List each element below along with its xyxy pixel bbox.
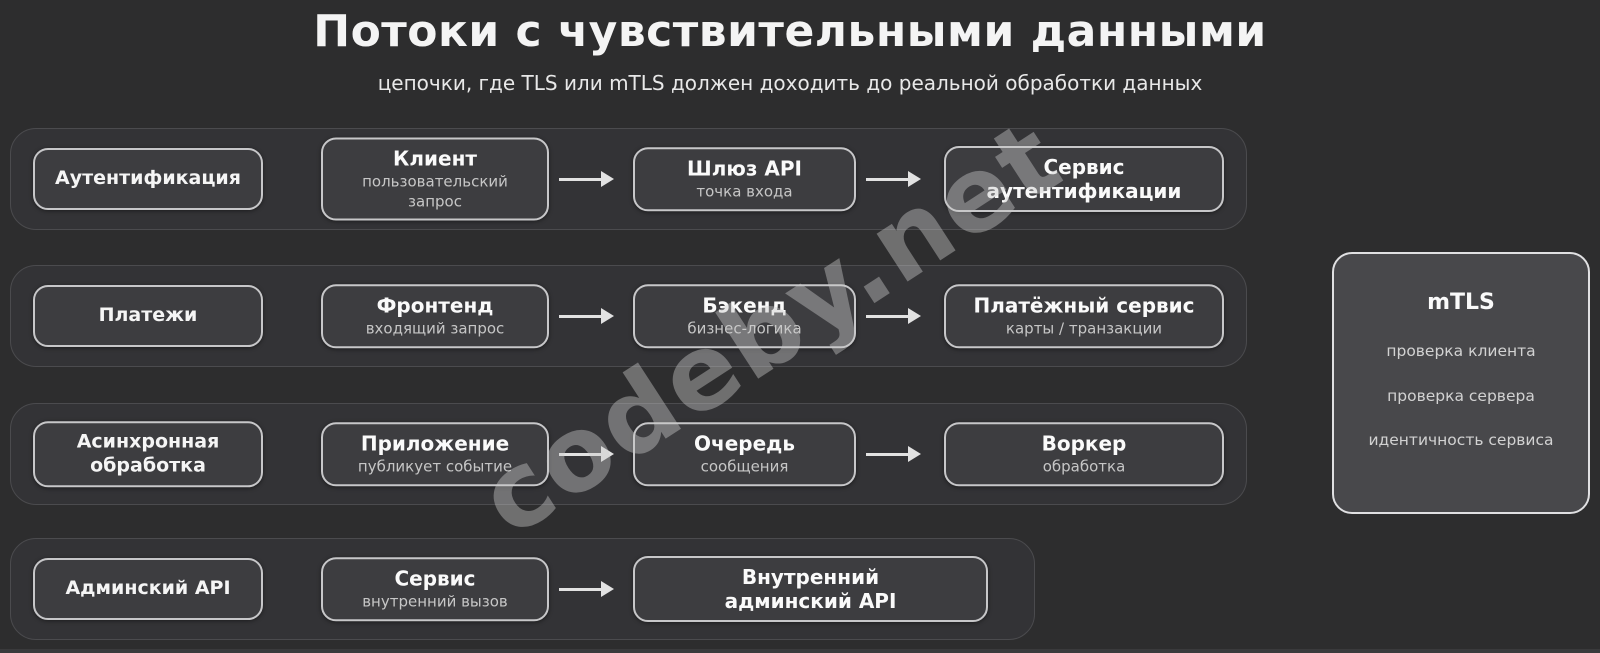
step-application: Приложение публикует событие bbox=[321, 422, 549, 486]
flow-row-async: Асинхронная обработка Приложение публику… bbox=[10, 403, 1247, 505]
step-subtitle: входящий запрос bbox=[365, 319, 505, 338]
step-title: Фронтенд bbox=[376, 293, 494, 318]
step-client: Клиент пользовательский запрос bbox=[321, 137, 549, 221]
step-title: Внутренний админский API bbox=[724, 565, 897, 613]
flow-arrow-icon bbox=[866, 170, 921, 187]
mtls-item-client-check: проверка клиента bbox=[1386, 342, 1536, 360]
mtls-item-server-check: проверка сервера bbox=[1387, 386, 1535, 405]
step-subtitle: публикует событие bbox=[357, 457, 513, 476]
step-title: Воркер bbox=[1041, 431, 1127, 456]
step-subtitle: карты / транзакции bbox=[1005, 319, 1163, 338]
step-api-gateway: Шлюз API точка входа bbox=[633, 147, 856, 211]
page-title: Потоки с чувствительными данными bbox=[313, 6, 1267, 57]
mtls-title: mTLS bbox=[1427, 290, 1495, 315]
flow-label-payments: Платежи bbox=[33, 285, 263, 347]
step-title: Приложение bbox=[360, 431, 510, 456]
mtls-legend: mTLS проверка клиента проверка сервера и… bbox=[1332, 252, 1590, 514]
step-backend: Бэкенд бизнес-логика bbox=[633, 284, 856, 348]
step-title: Шлюз API bbox=[687, 156, 802, 181]
step-internal-admin-api: Внутренний админский API bbox=[633, 556, 988, 622]
flow-arrow-icon bbox=[559, 170, 614, 187]
step-service: Сервис внутренний вызов bbox=[321, 557, 549, 621]
step-subtitle: внутренний вызов bbox=[362, 592, 508, 611]
flow-label-text: Аутентификация bbox=[55, 167, 241, 190]
flow-arrow-icon bbox=[559, 580, 614, 597]
flow-label-admin-api: Админский API bbox=[33, 558, 263, 620]
step-subtitle: бизнес-логика bbox=[687, 319, 802, 338]
bottom-strip bbox=[0, 649, 1600, 653]
flow-label-async: Асинхронная обработка bbox=[33, 421, 263, 487]
step-title: Клиент bbox=[393, 146, 477, 171]
flow-row-authentication: Аутентификация Клиент пользовательский з… bbox=[10, 128, 1247, 230]
page-subtitle: цепочки, где TLS или mTLS должен доходит… bbox=[377, 71, 1203, 95]
step-title: Сервис аутентификации bbox=[986, 155, 1182, 203]
step-subtitle: пользовательский запрос bbox=[362, 172, 508, 211]
flow-arrow-icon bbox=[866, 445, 921, 462]
step-subtitle: обработка bbox=[1042, 457, 1126, 476]
step-title: Сервис bbox=[394, 566, 476, 591]
flow-label-text: Платежи bbox=[98, 304, 198, 327]
step-title: Очередь bbox=[694, 431, 795, 456]
flow-row-payments: Платежи Фронтенд входящий запрос Бэкенд … bbox=[10, 265, 1247, 367]
flow-label-authentication: Аутентификация bbox=[33, 148, 263, 210]
flow-label-text: Асинхронная обработка bbox=[76, 430, 220, 476]
flow-row-admin-api: Админский API Сервис внутренний вызов Вн… bbox=[10, 538, 1035, 640]
step-worker: Воркер обработка bbox=[944, 422, 1224, 486]
flow-arrow-icon bbox=[559, 307, 614, 324]
step-subtitle: сообщения bbox=[700, 457, 789, 476]
flow-arrow-icon bbox=[866, 307, 921, 324]
mtls-item-service-identity: идентичность сервиса bbox=[1368, 431, 1554, 449]
step-queue: Очередь сообщения bbox=[633, 422, 856, 486]
step-title: Платёжный сервис bbox=[973, 293, 1195, 318]
flow-label-text: Админский API bbox=[65, 577, 231, 600]
step-payment-service: Платёжный сервис карты / транзакции bbox=[944, 284, 1224, 348]
step-frontend: Фронтенд входящий запрос bbox=[321, 284, 549, 348]
step-auth-service: Сервис аутентификации bbox=[944, 146, 1224, 212]
step-subtitle: точка входа bbox=[696, 182, 793, 201]
step-title: Бэкенд bbox=[702, 293, 787, 318]
flow-arrow-icon bbox=[559, 445, 614, 462]
